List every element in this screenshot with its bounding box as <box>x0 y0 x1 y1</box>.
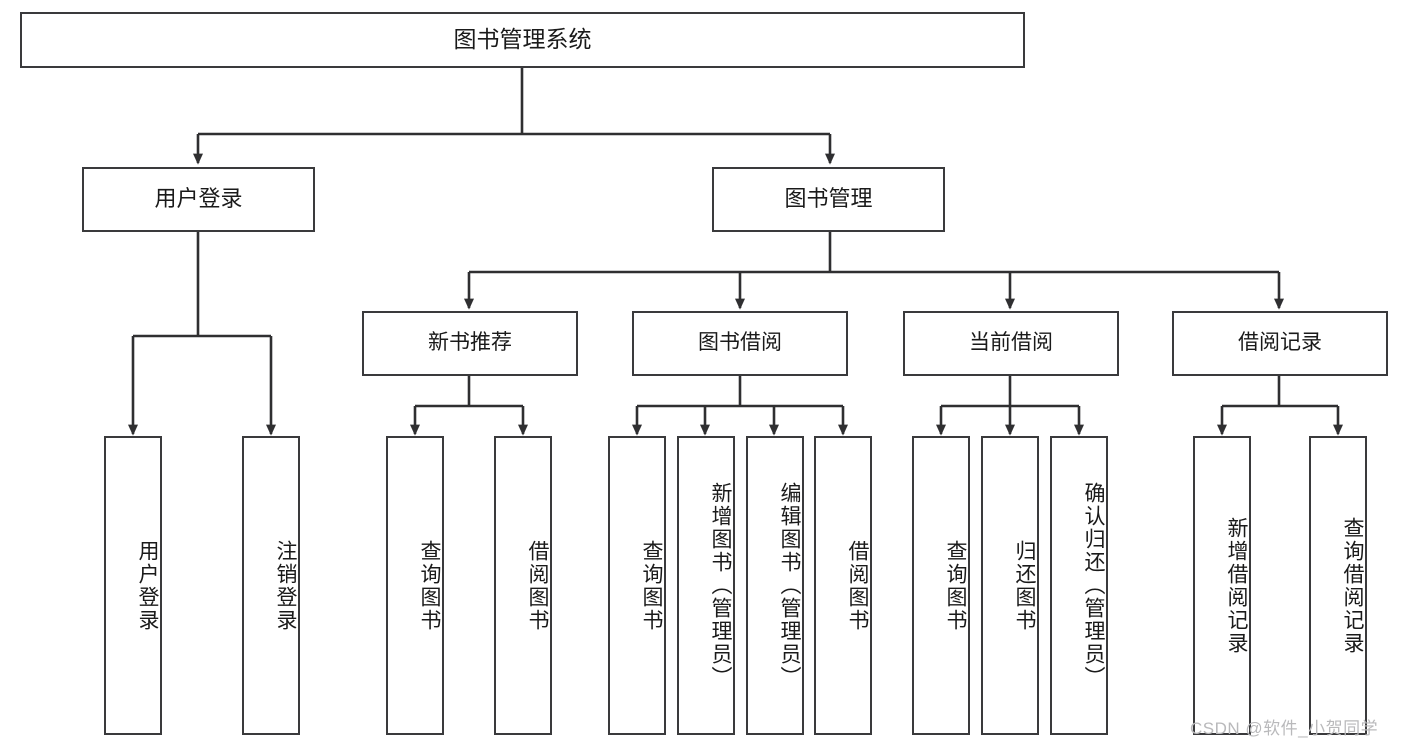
node-root-library-system[interactable]: 图书管理系统 <box>20 12 1025 68</box>
leaf-return-book[interactable]: 归还图书 <box>981 436 1039 735</box>
leaf-user-login[interactable]: 用户登录 <box>104 436 162 735</box>
node-label: 借阅图书 <box>846 539 869 632</box>
node-label: 查询图书 <box>944 539 967 632</box>
node-label: 归还图书 <box>1013 539 1036 632</box>
node-label: 查询图书 <box>418 539 441 632</box>
node-new-book-recommend[interactable]: 新书推荐 <box>362 311 578 376</box>
node-user-login[interactable]: 用户登录 <box>82 167 315 232</box>
leaf-query-book-recommend[interactable]: 查询图书 <box>386 436 444 735</box>
node-label: 查询图书 <box>640 539 663 632</box>
leaf-confirm-return-admin[interactable]: 确认归还（管理员） <box>1050 436 1108 735</box>
node-label: 图书管理系统 <box>453 26 592 53</box>
leaf-borrow-book[interactable]: 借阅图书 <box>814 436 872 735</box>
node-label: 新增图书（管理员） <box>709 482 732 689</box>
node-label: 当前借阅 <box>969 331 1053 355</box>
leaf-query-book-borrow[interactable]: 查询图书 <box>608 436 666 735</box>
leaf-query-book-current[interactable]: 查询图书 <box>912 436 970 735</box>
node-label: 编辑图书（管理员） <box>778 482 801 689</box>
csdn-watermark: CSDN @软件_小贺同学 <box>1190 719 1379 738</box>
node-label: 新增借阅记录 <box>1225 516 1248 655</box>
leaf-add-book-admin[interactable]: 新增图书（管理员） <box>677 436 735 735</box>
node-label: 查询借阅记录 <box>1341 516 1364 655</box>
node-label: 用户登录 <box>136 539 159 632</box>
node-label: 借阅图书 <box>526 539 549 632</box>
leaf-query-borrow-record[interactable]: 查询借阅记录 <box>1309 436 1367 735</box>
node-book-borrow[interactable]: 图书借阅 <box>632 311 848 376</box>
node-label: 图书管理 <box>784 186 873 212</box>
node-current-borrow[interactable]: 当前借阅 <box>903 311 1119 376</box>
node-label: 确认归还（管理员） <box>1082 482 1105 689</box>
leaf-borrow-book-recommend[interactable]: 借阅图书 <box>494 436 552 735</box>
leaf-edit-book-admin[interactable]: 编辑图书（管理员） <box>746 436 804 735</box>
node-label: 借阅记录 <box>1238 331 1322 355</box>
node-label: 用户登录 <box>154 186 243 212</box>
node-borrow-record[interactable]: 借阅记录 <box>1172 311 1388 376</box>
node-label: 图书借阅 <box>698 331 782 355</box>
leaf-add-borrow-record[interactable]: 新增借阅记录 <box>1193 436 1251 735</box>
node-label: 新书推荐 <box>428 331 512 355</box>
node-book-management[interactable]: 图书管理 <box>712 167 945 232</box>
leaf-logout-login[interactable]: 注销登录 <box>242 436 300 735</box>
node-label: 注销登录 <box>274 539 297 632</box>
